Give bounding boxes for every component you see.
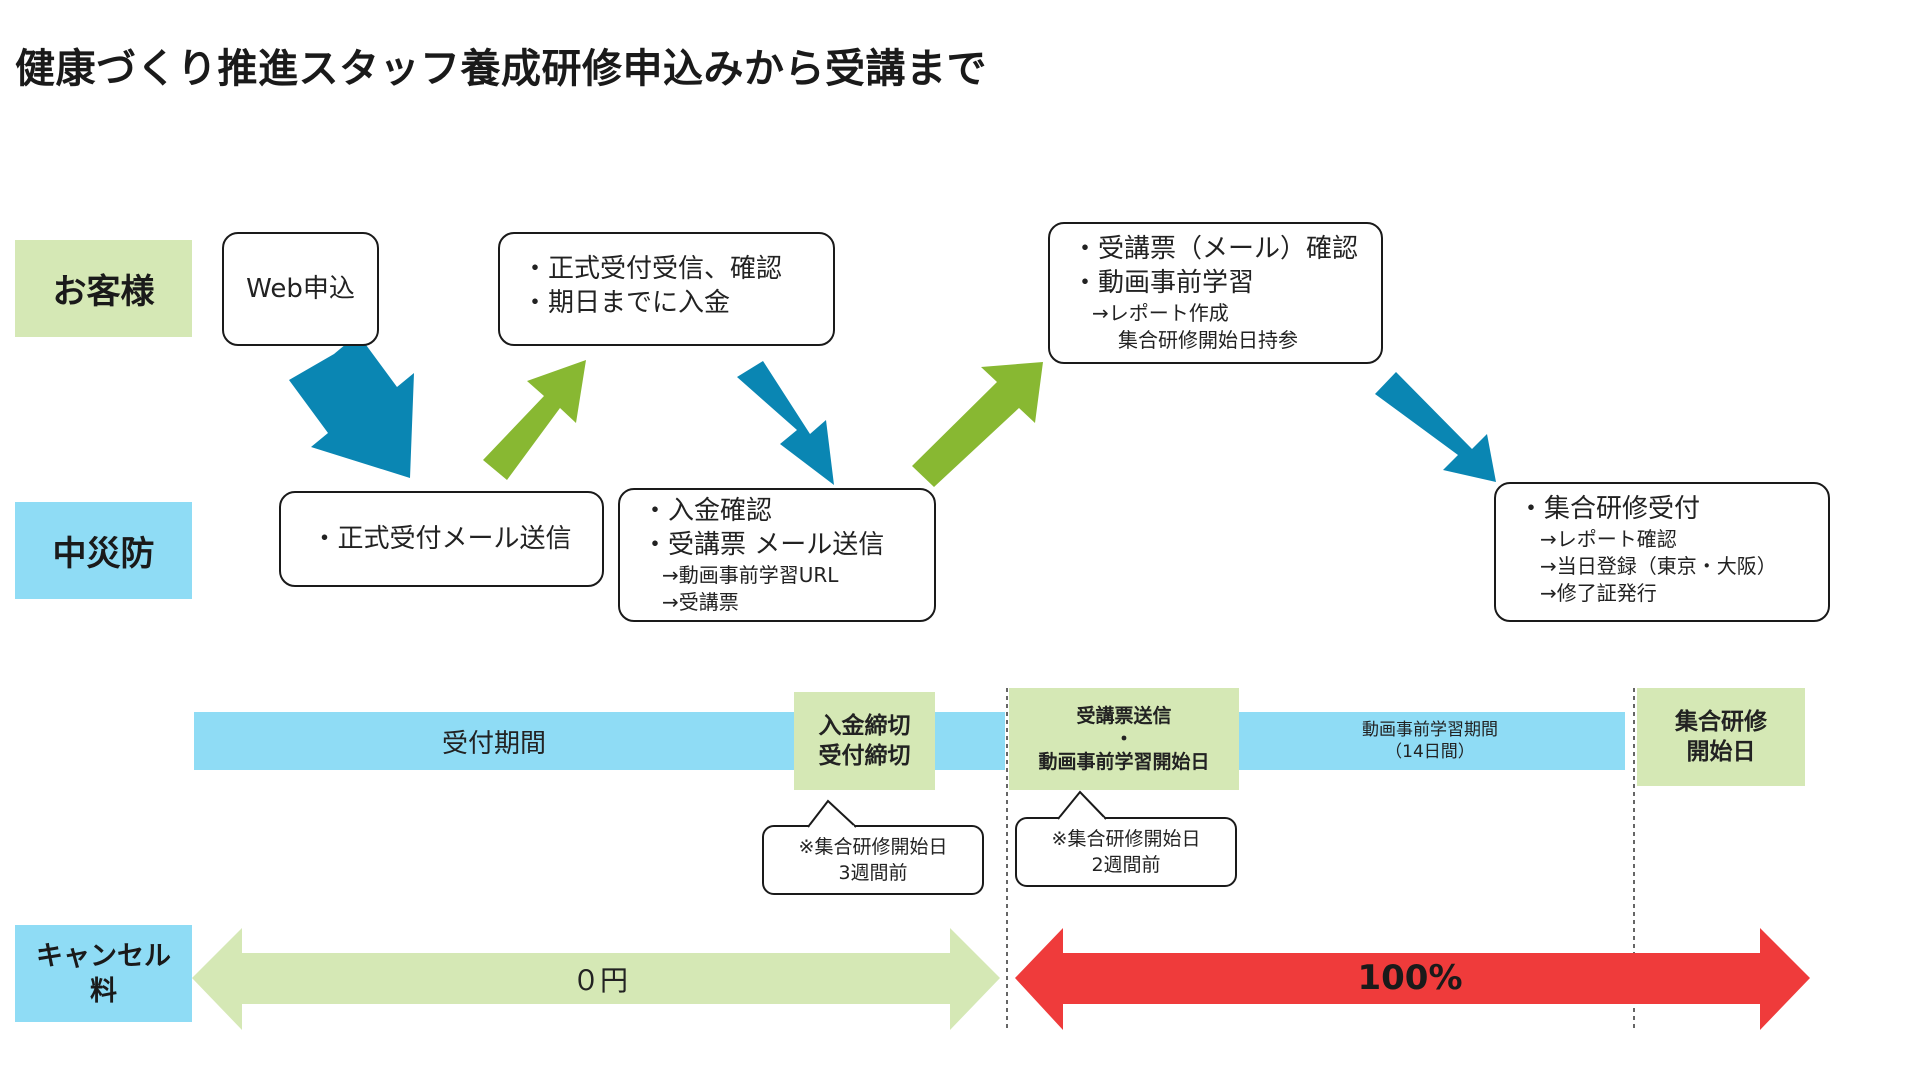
box-group-reception: ・集合研修受付 →レポート確認 →当日登録（東京・大阪） →修了証発行	[1494, 482, 1830, 622]
milestone-group-start-line1: 集合研修	[1675, 709, 1767, 735]
callout-2weeks: ※集合研修開始日 2週間前	[1015, 817, 1237, 887]
lane-cancel-line2: 料	[90, 975, 117, 1007]
page-title: 健康づくり推進スタッフ養成研修申込みから受講まで	[15, 46, 987, 92]
lane-chusaibo: 中災防	[15, 502, 192, 599]
box-group-line2: →レポート確認	[1540, 527, 1677, 551]
callout-3weeks-line2: 3週間前	[838, 862, 908, 884]
bar-reception-period: 受付期間	[194, 712, 794, 770]
box-group-line4: →修了証発行	[1540, 581, 1657, 605]
callout-2weeks-line2: 2週間前	[1091, 854, 1161, 876]
milestone-ticket-send: 受講票送信 ・ 動画事前学習開始日	[1009, 688, 1239, 790]
bar-reception-tail	[935, 712, 1005, 770]
box-payment-check: ・入金確認 ・受講票 メール送信 →動画事前学習URL →受講票	[618, 488, 936, 622]
box-receipt-line2: ・期日までに入金	[522, 288, 731, 318]
arrow-payment-to-ticket	[912, 362, 1043, 487]
box-ticket-line1: ・受講票（メール）確認	[1072, 234, 1359, 264]
box-web-apply-text: Web申込	[246, 274, 355, 304]
callout-3weeks-pointer	[807, 799, 857, 828]
box-receipt-line1: ・正式受付受信、確認	[522, 254, 783, 284]
box-group-line3: →当日登録（東京・大阪）	[1540, 554, 1777, 578]
milestone-group-start-line2: 開始日	[1686, 739, 1756, 765]
milestone-ticket-line3: 動画事前学習開始日	[1038, 750, 1210, 773]
lane-cancel-fee: キャンセル 料	[15, 925, 192, 1022]
box-ticket-line4: 集合研修開始日持参	[1118, 328, 1298, 352]
bar-video-period-line1: 動画事前学習期間	[1362, 720, 1498, 740]
box-formal-mail-text: ・正式受付メール送信	[311, 524, 572, 554]
box-group-line1: ・集合研修受付	[1518, 494, 1701, 524]
cancel-full-arrow	[1015, 928, 1810, 1030]
milestone-deadline-line2: 受付締切	[818, 743, 911, 769]
arrow-ticket-to-group	[1375, 372, 1496, 482]
box-web-apply: Web申込	[222, 232, 379, 346]
cancel-full-label: 100%	[1357, 958, 1463, 998]
milestone-ticket-line1: 受講票送信	[1076, 704, 1172, 727]
bar-video-period-line2: （14日間）	[1385, 742, 1475, 762]
callout-2weeks-pointer	[1057, 790, 1107, 820]
arrow-receipt-to-payment	[737, 361, 834, 485]
box-payment-line3: →動画事前学習URL	[662, 563, 839, 587]
milestone-deadline: 入金締切 受付締切	[794, 692, 935, 790]
box-payment-line2: ・受講票 メール送信	[642, 530, 885, 560]
box-ticket-confirm: ・受講票（メール）確認 ・動画事前学習 →レポート作成 集合研修開始日持参	[1048, 222, 1383, 364]
box-ticket-line2: ・動画事前学習	[1072, 268, 1255, 298]
bar-video-period: 動画事前学習期間 （14日間）	[1235, 712, 1625, 770]
milestone-deadline-line1: 入金締切	[818, 713, 911, 739]
milestone-group-start: 集合研修 開始日	[1637, 688, 1805, 786]
lane-customer: お客様	[15, 240, 192, 337]
arrow-web-to-mail	[289, 334, 414, 478]
box-payment-line1: ・入金確認	[642, 496, 773, 526]
callout-3weeks-line1: ※集合研修開始日	[798, 836, 948, 858]
box-ticket-line3: →レポート作成	[1092, 301, 1229, 325]
callout-3weeks: ※集合研修開始日 3週間前	[762, 825, 984, 895]
milestone-ticket-line2: ・	[1114, 727, 1134, 750]
arrow-mail-to-receipt	[483, 360, 586, 480]
cancel-free-arrow	[192, 928, 1000, 1030]
lane-cancel-line1: キャンセル	[36, 940, 171, 972]
box-receipt: ・正式受付受信、確認 ・期日までに入金	[498, 232, 835, 346]
box-payment-line4: →受講票	[662, 590, 739, 614]
box-formal-mail: ・正式受付メール送信	[279, 491, 604, 587]
callout-2weeks-line1: ※集合研修開始日	[1051, 828, 1201, 850]
cancel-free-label: ０円	[571, 964, 628, 997]
bar-reception-period-text: 受付期間	[441, 728, 546, 759]
